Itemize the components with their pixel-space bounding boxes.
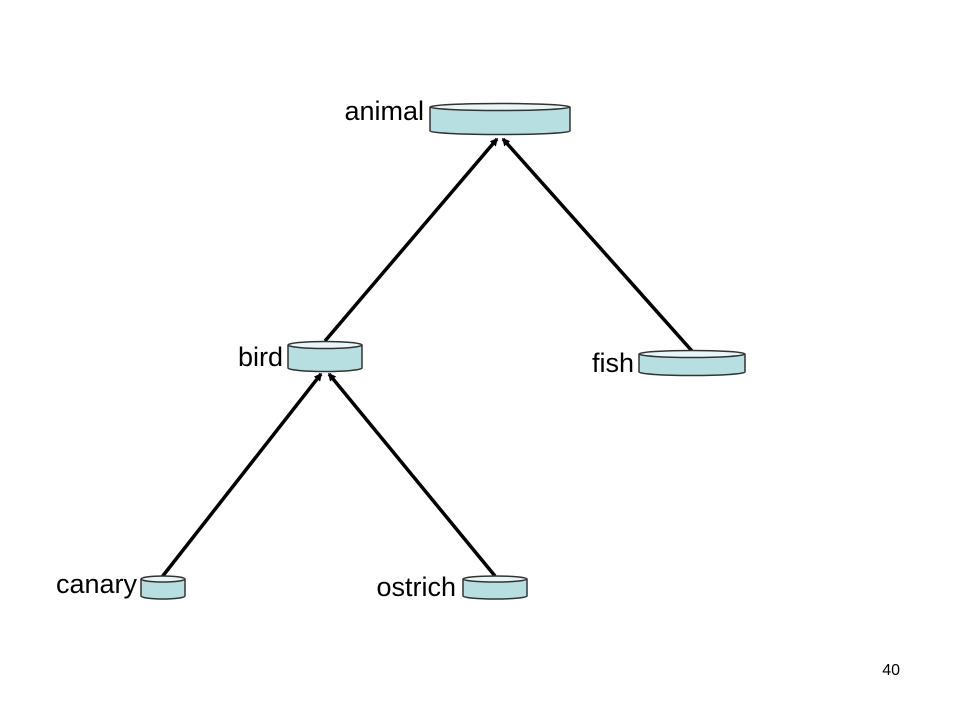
node-animal-shape xyxy=(429,107,571,136)
node-canary-top xyxy=(140,575,186,583)
node-bird-shape xyxy=(287,345,363,373)
node-animal-top xyxy=(429,102,571,112)
node-ostrich-shape xyxy=(462,579,528,600)
node-animal-label: animal xyxy=(344,96,424,126)
node-canary: canary xyxy=(56,569,186,600)
edge-canary-to-bird xyxy=(160,372,323,579)
node-fish: fish xyxy=(592,348,746,378)
node-bird-label: bird xyxy=(238,342,283,372)
edges xyxy=(160,137,694,579)
edge-bird-to-animal xyxy=(323,137,499,343)
node-bird: bird xyxy=(238,340,363,373)
node-fish-top xyxy=(638,349,746,359)
node-ostrich-top xyxy=(462,575,528,583)
edge-fish-to-animal xyxy=(501,137,694,353)
node-ostrich: ostrich xyxy=(376,572,528,602)
node-canary-label: canary xyxy=(56,569,138,599)
node-animal: animal xyxy=(344,96,571,136)
node-ostrich-label: ostrich xyxy=(376,572,456,602)
node-bird-top xyxy=(287,340,363,350)
node-canary-shape xyxy=(140,579,186,600)
page-number: 40 xyxy=(882,662,900,679)
node-fish-shape xyxy=(638,354,746,377)
node-fish-label: fish xyxy=(592,348,634,378)
edge-ostrich-to-bird xyxy=(327,372,497,578)
